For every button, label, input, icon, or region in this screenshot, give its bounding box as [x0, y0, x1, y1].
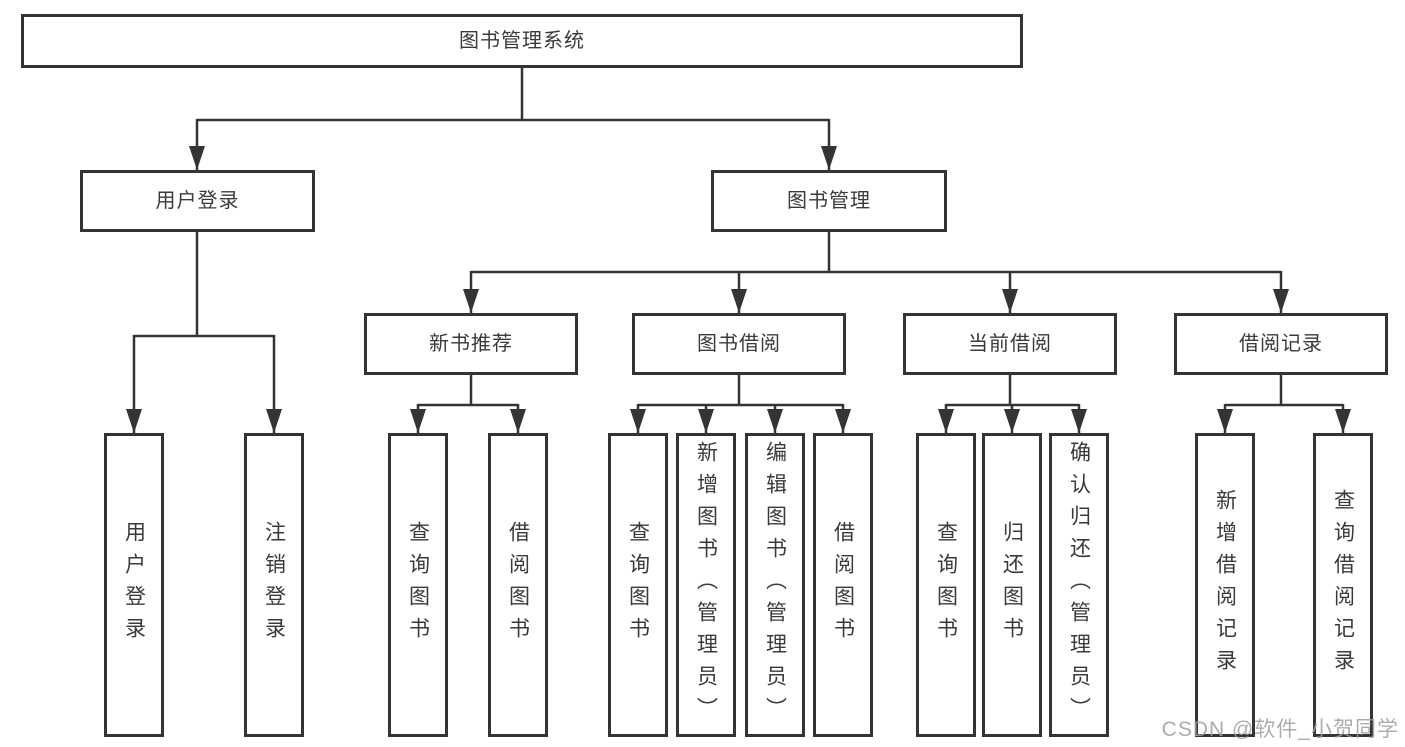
leaf-label: 注销登录 — [262, 521, 286, 649]
node-label: 图书管理 — [787, 190, 871, 212]
node-borrowing-records: 借阅记录 — [1174, 313, 1388, 375]
leaf-logout: 注销登录 — [244, 433, 304, 737]
node-label: 当前借阅 — [968, 333, 1052, 355]
node-library-management-system: 图书管理系统 — [21, 14, 1023, 68]
leaf-label: 编辑图书（管理员） — [763, 441, 787, 729]
node-label: 新书推荐 — [429, 333, 513, 355]
leaf-confirm-return-admin: 确认归还（管理员） — [1049, 433, 1109, 737]
node-label: 图书借阅 — [697, 333, 781, 355]
node-user-login-branch: 用户登录 — [80, 170, 315, 232]
leaf-label: 归还图书 — [1000, 521, 1024, 649]
leaf-label: 用户登录 — [122, 521, 146, 649]
leaf-borrow-books-recommend: 借阅图书 — [488, 433, 548, 737]
leaf-label: 查询图书 — [406, 521, 430, 649]
leaf-label: 借阅图书 — [831, 521, 855, 649]
leaf-label: 查询借阅记录 — [1331, 489, 1355, 681]
leaf-label: 查询图书 — [934, 521, 958, 649]
leaf-label: 新增图书（管理员） — [694, 441, 718, 729]
node-book-management-branch: 图书管理 — [711, 170, 947, 232]
node-new-book-recommendation: 新书推荐 — [364, 313, 578, 375]
node-current-borrowing: 当前借阅 — [903, 313, 1117, 375]
leaf-query-books-borrowing: 查询图书 — [608, 433, 668, 737]
node-label: 图书管理系统 — [459, 30, 585, 52]
leaf-edit-books-admin: 编辑图书（管理员） — [745, 433, 805, 737]
leaf-query-books-current: 查询图书 — [916, 433, 976, 737]
leaf-return-books: 归还图书 — [982, 433, 1042, 737]
leaf-label: 确认归还（管理员） — [1067, 441, 1091, 729]
leaf-label: 查询图书 — [626, 521, 650, 649]
leaf-query-books-recommend: 查询图书 — [388, 433, 448, 737]
leaf-add-borrow-record: 新增借阅记录 — [1195, 433, 1255, 737]
node-book-borrowing: 图书借阅 — [632, 313, 846, 375]
leaf-query-borrow-record: 查询借阅记录 — [1313, 433, 1373, 737]
leaf-label: 借阅图书 — [506, 521, 530, 649]
leaf-label: 新增借阅记录 — [1213, 489, 1237, 681]
leaf-user-login: 用户登录 — [104, 433, 164, 737]
node-label: 借阅记录 — [1239, 333, 1323, 355]
leaf-add-books-admin: 新增图书（管理员） — [676, 433, 736, 737]
node-label: 用户登录 — [155, 190, 240, 212]
leaf-borrow-books-borrowing: 借阅图书 — [813, 433, 873, 737]
watermark-text: CSDN @软件_小贺同学 — [1161, 718, 1399, 741]
